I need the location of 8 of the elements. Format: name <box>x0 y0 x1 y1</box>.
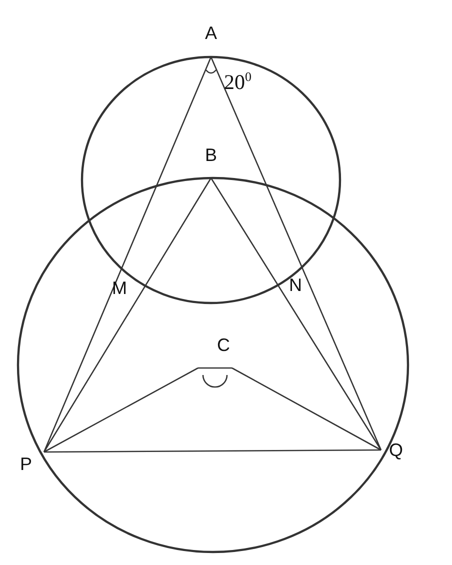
point-label: C <box>217 336 230 354</box>
point-label: A <box>205 24 218 42</box>
point-label: B <box>205 146 218 164</box>
point-label: N <box>289 276 302 294</box>
point-label: M <box>112 279 127 297</box>
angle-label: 20$^{0}$ <box>224 70 252 93</box>
point-label: P <box>20 455 32 473</box>
point-label: Q <box>389 441 404 459</box>
